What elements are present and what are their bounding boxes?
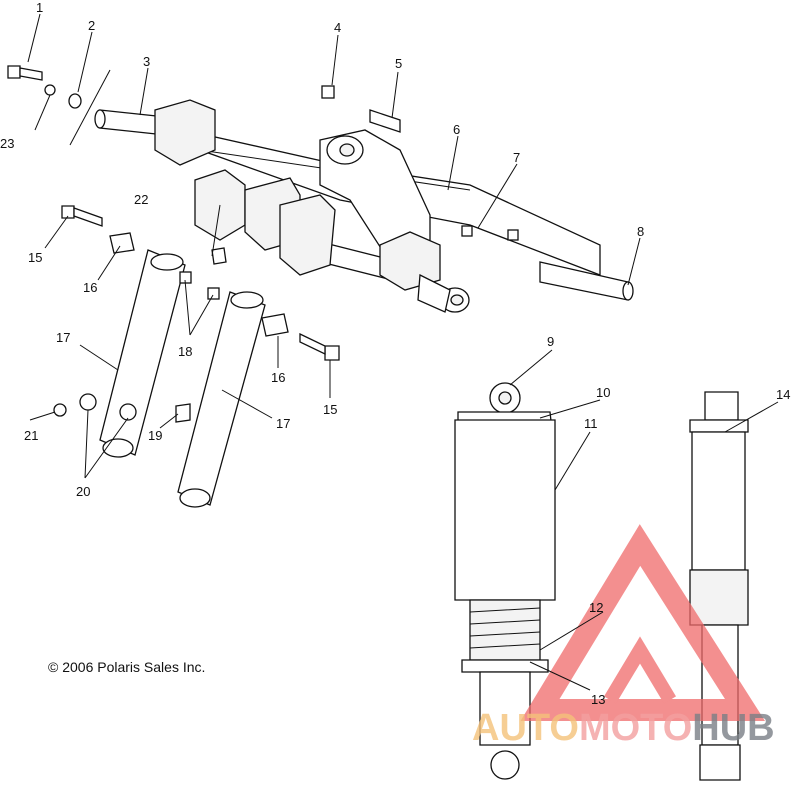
right-shaft-end [622, 281, 634, 301]
shock-top-eye-bore [498, 391, 512, 405]
idler-arm-left-bottom-eye [102, 438, 134, 458]
callout-4: 4 [334, 20, 341, 35]
callout-12: 12 [589, 600, 603, 615]
shock-lower-body [479, 671, 531, 746]
bolt-15-left-head [61, 205, 75, 219]
callout-20: 20 [76, 484, 90, 499]
idler-arms [53, 205, 340, 508]
callout-16-left: 16 [83, 280, 97, 295]
spring-seat [461, 659, 549, 673]
callout-16-right: 16 [271, 370, 285, 385]
bolt-15-left-shank [73, 207, 103, 227]
callout-22: 22 [134, 192, 148, 207]
bolt-15-right-head [324, 345, 340, 361]
washer-2 [68, 93, 82, 109]
watermark-moto: MOTO [579, 707, 692, 749]
shock-bottom-eye [490, 750, 520, 780]
nut-21 [53, 403, 67, 417]
bushing-16-left [109, 232, 135, 254]
shock14-collar [689, 569, 749, 626]
callout-1: 1 [36, 0, 43, 15]
bolt-1-shank [19, 67, 43, 81]
callout-18: 18 [178, 344, 192, 359]
shock14-top-eye [704, 391, 739, 421]
idler-arm-right-top-eye [230, 291, 264, 309]
shock-absorber-left [454, 382, 556, 780]
callout-7: 7 [513, 150, 520, 165]
callout-9: 9 [547, 334, 554, 349]
lower-boss-bore [450, 294, 464, 306]
watermark-logo [520, 524, 766, 721]
idler-arm-left [99, 249, 186, 456]
callout-17-right: 17 [276, 416, 290, 431]
grease-fitting-22 [211, 247, 227, 265]
callout-14: 14 [776, 387, 790, 402]
watermark-auto: AUTO [472, 707, 579, 749]
shock-body [454, 419, 556, 601]
callout-10: 10 [596, 385, 610, 400]
grease-fitting-7 [461, 225, 473, 237]
callout-19: 19 [148, 428, 162, 443]
fitting-7b [507, 229, 519, 241]
washer-20a [79, 393, 97, 411]
shock14-top-mount [689, 419, 749, 433]
idler-arm-right [177, 291, 266, 506]
callout-17-left: 17 [56, 330, 70, 345]
callout-15-right: 15 [323, 402, 337, 417]
callout-13: 13 [591, 692, 605, 707]
right-mount-bracket [379, 231, 441, 291]
bolt-1-head [7, 65, 21, 79]
left-shaft-end [94, 109, 106, 129]
idler-arm-left-top-eye [150, 253, 184, 271]
bolt-19 [175, 403, 191, 423]
washer-20b [119, 403, 137, 421]
spring-coils [469, 607, 541, 649]
shock14-bottom-eye [699, 744, 741, 781]
callout-2: 2 [88, 18, 95, 33]
idler-arm-right-bottom-eye [179, 488, 211, 508]
washer-23 [44, 84, 56, 96]
callout-21: 21 [24, 428, 38, 443]
link-plate-right [279, 194, 336, 276]
callout-15-left: 15 [28, 250, 42, 265]
callout-6: 6 [453, 122, 460, 137]
leader-lines [27, 13, 779, 691]
pivot-bore [339, 143, 355, 157]
nut-18b [207, 287, 220, 300]
upper-left-fasteners [7, 65, 111, 146]
callout-3: 3 [143, 54, 150, 69]
copyright-notice: © 2006 Polaris Sales Inc. [48, 659, 205, 675]
callout-11: 11 [584, 416, 598, 431]
watermark-text: AUTOMOTOHUB [472, 707, 775, 749]
bolt-15-right-shank [299, 332, 326, 356]
callout-5: 5 [395, 56, 402, 71]
bolt-5 [369, 109, 401, 133]
nut-4 [321, 85, 335, 99]
callout-labels: 1 2 3 4 5 6 7 8 9 10 11 12 13 14 15 15 1… [0, 0, 790, 707]
bushing-16-right [261, 313, 289, 337]
axis-line [69, 69, 111, 146]
watermark-hub: HUB [692, 707, 774, 749]
callout-23: 23 [0, 136, 14, 151]
upper-arm-assembly [94, 85, 634, 313]
callout-8: 8 [637, 224, 644, 239]
lower-housing [417, 273, 451, 313]
left-mount-bracket [154, 99, 216, 166]
shock14-body [691, 431, 746, 571]
